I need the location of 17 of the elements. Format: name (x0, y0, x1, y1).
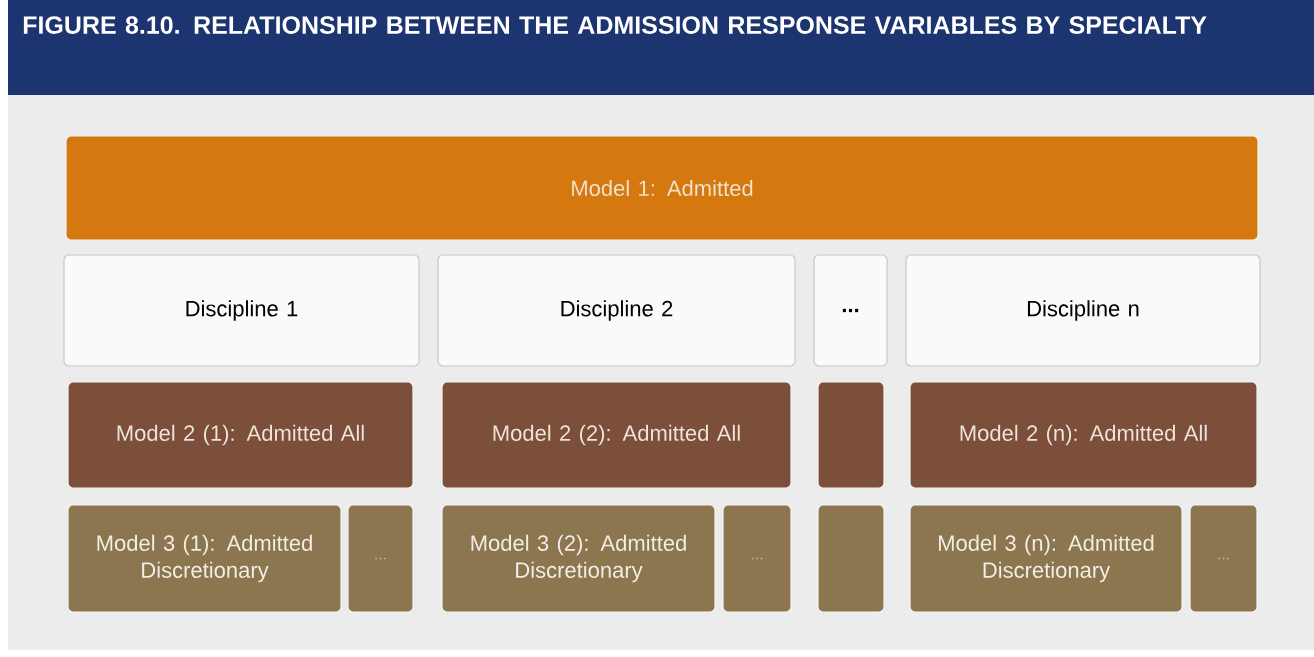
model-box: Model 2 (n): Admitted All (909, 381, 1258, 489)
model-box: Model 1: Admitted (65, 135, 1259, 241)
model-box: Model 2 (1): Admitted All (67, 381, 414, 489)
discipline-box: Discipline n (905, 254, 1261, 367)
empty-box (817, 381, 885, 489)
title-banner: FIGURE 8.10. RELATIONSHIP BETWEEN THE ADMISSION RESPONSE VARIABLES BY SPECIALTY (8, 0, 1314, 95)
ellipsis-box: ... (813, 254, 888, 367)
model-box: Model 3 (2): Admitted Discretionary (441, 504, 716, 613)
ellipsis-box: ... (1189, 504, 1258, 613)
discipline-box: Discipline 2 (437, 254, 796, 367)
ellipsis-box: ... (722, 504, 792, 613)
model-box: Model 2 (2): Admitted All (441, 381, 792, 489)
model-box: Model 3 (1): Admitted Discretionary (67, 504, 342, 613)
empty-box (817, 504, 885, 613)
ellipsis-box: ... (347, 504, 414, 613)
model-box: Model 3 (n): Admitted Discretionary (909, 504, 1183, 613)
discipline-box: Discipline 1 (63, 254, 420, 367)
